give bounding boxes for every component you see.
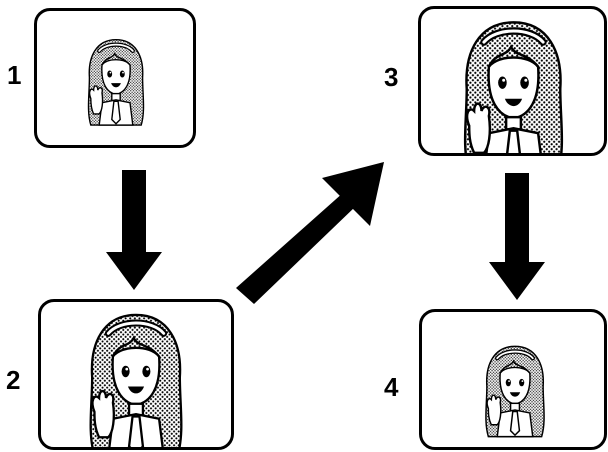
arrow-down-1-to-2 [106,170,162,290]
arrow-diagonal-2-to-3 [236,162,384,304]
arrow-down-3-to-4 [489,173,545,300]
